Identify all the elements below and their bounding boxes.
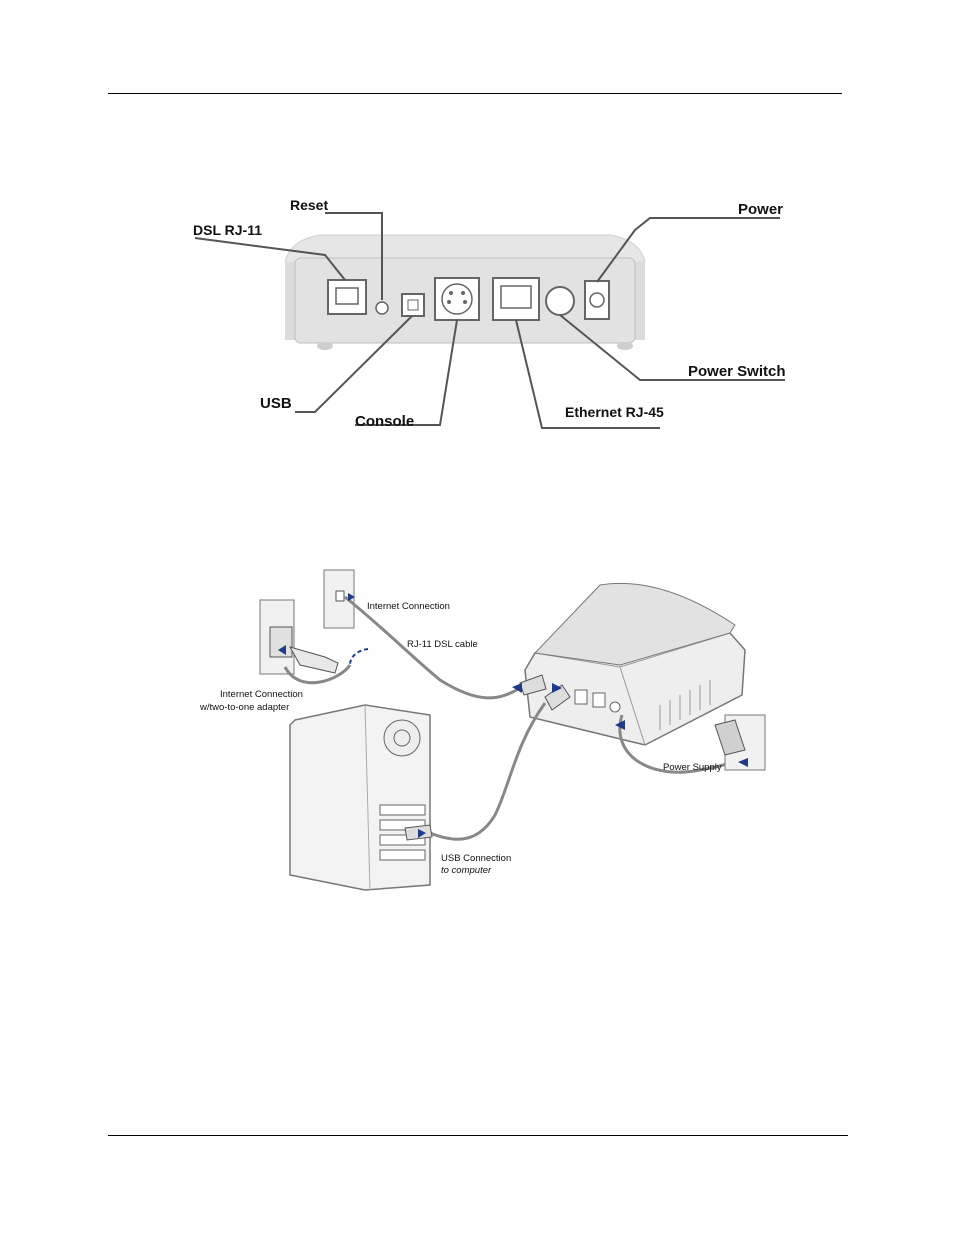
two-to-one-adapter-icon bbox=[269, 626, 293, 658]
rear-panel-figure: Reset DSL RJ-11 Power USB Console Power … bbox=[193, 197, 786, 430]
dsl-cable-upper bbox=[344, 595, 521, 700]
internet-adapter-label-line1: Internet Connection bbox=[220, 689, 303, 700]
dsl-rj11-label: DSL RJ-11 bbox=[193, 222, 262, 238]
rj11-dsl-cable-label: RJ-11 DSL cable bbox=[407, 639, 478, 650]
internet-adapter-label-line2: w/two-to-one adapter bbox=[199, 702, 289, 713]
foot-right bbox=[617, 342, 633, 350]
ethernet-port-icon bbox=[492, 277, 540, 321]
header-rule bbox=[108, 93, 842, 94]
leader-lines bbox=[194, 212, 785, 429]
internet-connection-label: Internet Connection bbox=[367, 601, 450, 612]
power-adapter-icon bbox=[714, 719, 746, 756]
connection-diagram: Internet Connection RJ-11 DSL cable Inte… bbox=[199, 569, 766, 891]
power-switch-icon bbox=[545, 286, 575, 316]
usb-cable bbox=[429, 702, 547, 841]
ethernet-rj45-label: Ethernet RJ-45 bbox=[565, 404, 664, 420]
dsl-cable-dashed bbox=[349, 648, 369, 666]
reset-label: Reset bbox=[290, 197, 328, 213]
power-jack-icon bbox=[584, 280, 610, 320]
usb-connection-label-line1: USB Connection bbox=[441, 853, 511, 864]
connection-arrows bbox=[278, 593, 748, 838]
footer-rule bbox=[108, 1135, 848, 1136]
console-label: Console bbox=[355, 413, 414, 430]
power-label: Power bbox=[738, 201, 783, 218]
dsl-plug bbox=[519, 674, 547, 696]
power-supply-label: Power Supply bbox=[663, 762, 722, 773]
dsl-port-icon bbox=[327, 279, 367, 315]
usb-port-icon bbox=[401, 293, 425, 317]
power-switch-label: Power Switch bbox=[688, 363, 786, 380]
usb-connection-label-line2: to computer bbox=[441, 865, 492, 876]
reset-button-icon bbox=[375, 301, 389, 315]
computer-fan-icon bbox=[383, 719, 421, 757]
usb-label: USB bbox=[260, 395, 292, 412]
foot-left bbox=[317, 342, 333, 350]
